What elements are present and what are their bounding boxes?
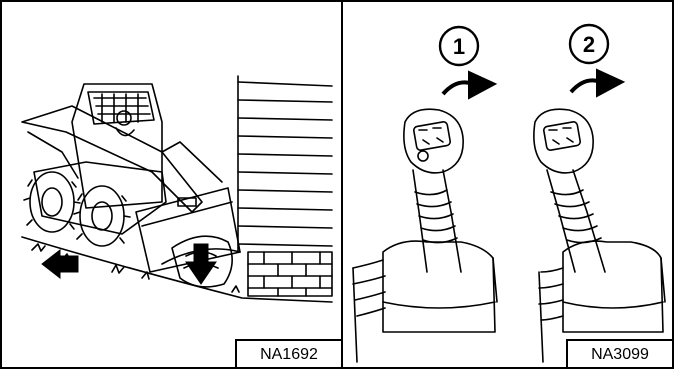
rotation-arrows bbox=[443, 70, 623, 98]
loader-illustration bbox=[2, 2, 340, 367]
joystick-illustration: 1 2 bbox=[343, 2, 671, 367]
loader-wheels bbox=[24, 172, 130, 246]
figure-label: NA1692 bbox=[235, 339, 343, 369]
wall-siding bbox=[238, 76, 332, 252]
joystick-left bbox=[353, 109, 497, 362]
joystick-right bbox=[534, 109, 665, 362]
callout-2: 2 bbox=[570, 25, 608, 63]
loader-cab bbox=[72, 84, 162, 208]
callout-1: 1 bbox=[440, 27, 478, 65]
figure-label: NA3099 bbox=[566, 339, 674, 369]
callout-1-number: 1 bbox=[453, 34, 465, 59]
callout-2-number: 2 bbox=[583, 32, 595, 57]
brick-foundation bbox=[248, 252, 332, 296]
loader-bucket bbox=[136, 188, 240, 272]
joystick-illustration-panel: 1 2 bbox=[342, 0, 674, 369]
reverse-arrow bbox=[42, 250, 78, 278]
down-arrow bbox=[186, 244, 216, 284]
loader-illustration-panel: NA1692 bbox=[0, 0, 342, 369]
